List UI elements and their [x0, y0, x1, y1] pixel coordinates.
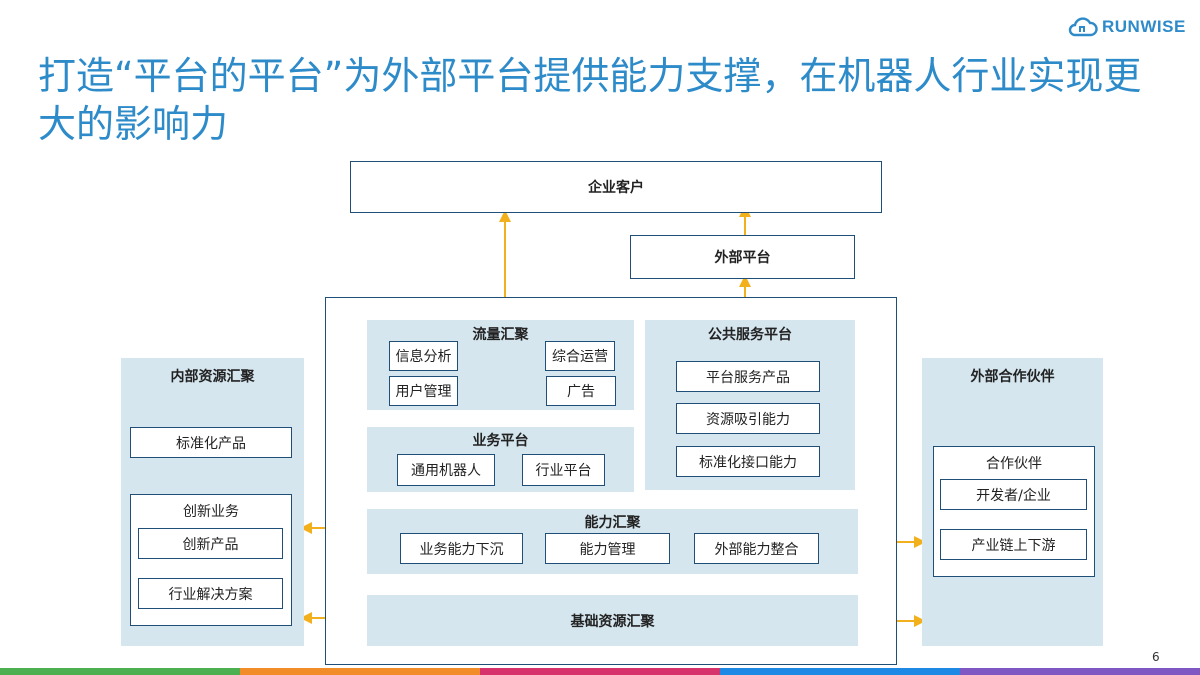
innovation-item-solutions: 行业解决方案 — [138, 578, 283, 609]
cloud-logo-icon — [1068, 17, 1098, 37]
innovation-item-product: 创新产品 — [138, 528, 283, 559]
business-platform-label: 业务平台 — [472, 433, 529, 449]
logo-text: RUNWISE — [1102, 17, 1186, 36]
business-item-industry-platform: 行业平台 — [522, 454, 605, 486]
public-item-standard-interface: 标准化接口能力 — [676, 446, 820, 477]
innovation-business-label: 创新业务 — [183, 504, 239, 520]
public-item-resource-attraction: 资源吸引能力 — [676, 403, 820, 434]
base-resource-panel: 基础资源汇聚 — [367, 595, 858, 646]
bottom-bar-blue — [720, 668, 960, 675]
capability-aggregation-label: 能力汇聚 — [584, 515, 641, 531]
traffic-item-ads: 广告 — [546, 376, 616, 406]
business-item-general-robot: 通用机器人 — [397, 454, 495, 486]
bottom-bar-pink — [480, 668, 720, 675]
capability-item-sink: 业务能力下沉 — [400, 533, 523, 564]
bottom-bar-orange — [240, 668, 480, 675]
capability-item-external-integration: 外部能力整合 — [694, 533, 819, 564]
traffic-aggregation-label: 流量汇聚 — [472, 327, 529, 343]
capability-item-management: 能力管理 — [545, 533, 670, 564]
internal-standard-product: 标准化产品 — [130, 427, 292, 458]
page-number: 6 — [1152, 650, 1160, 664]
traffic-item-user-management: 用户管理 — [389, 376, 458, 406]
traffic-item-comprehensive-ops: 综合运营 — [545, 341, 615, 371]
enterprise-customers-box: 企业客户 — [350, 161, 882, 213]
runwise-logo: RUNWISE — [1068, 14, 1188, 40]
partners-label: 合作伙伴 — [986, 456, 1042, 472]
public-item-service-products: 平台服务产品 — [676, 361, 820, 392]
bottom-bar-green — [0, 668, 240, 675]
bottom-bar-purple — [960, 668, 1200, 675]
external-partners-label: 外部合作伙伴 — [970, 369, 1055, 385]
external-platform-box: 外部平台 — [630, 235, 855, 279]
enterprise-customers-label: 企业客户 — [588, 180, 644, 196]
partners-item-developers: 开发者/企业 — [940, 479, 1087, 510]
public-service-label: 公共服务平台 — [708, 327, 792, 343]
slide-title: 打造“平台的平台”为外部平台提供能力支撑，在机器人行业实现更大的影响力 — [38, 54, 1142, 146]
traffic-item-info-analysis: 信息分析 — [389, 341, 458, 371]
partners-item-supply-chain: 产业链上下游 — [940, 529, 1087, 560]
internal-resources-label: 内部资源汇聚 — [170, 369, 255, 385]
external-platform-label: 外部平台 — [714, 250, 771, 266]
base-resource-label: 基础资源汇聚 — [570, 613, 655, 630]
